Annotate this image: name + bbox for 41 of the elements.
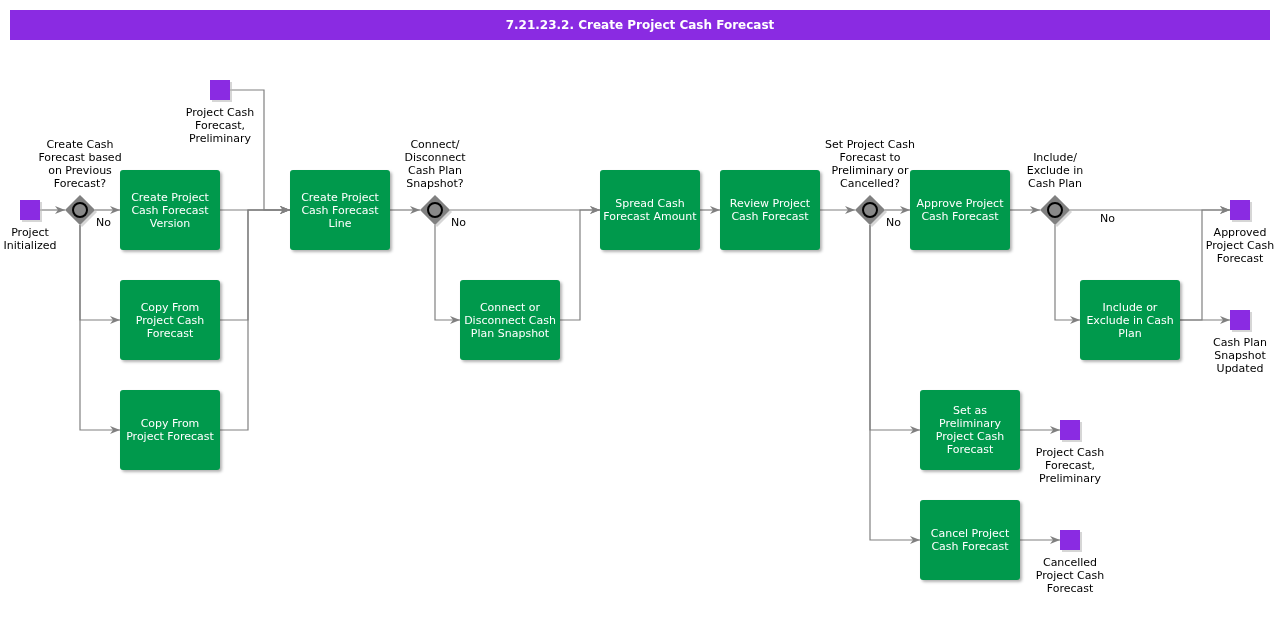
task-box: Approve Project Cash Forecast (910, 170, 1010, 250)
arrow (559, 206, 601, 321)
task-box: Copy From Project Forecast (120, 390, 220, 470)
arrow (819, 206, 856, 214)
gateway-label: Create Cash Forecast based on Previous Forecast? (37, 138, 123, 190)
gateway-label: Connect/ Disconnect Cash Plan Snapshot? (403, 138, 467, 190)
event-label: Project Cash Forecast, Preliminary (184, 106, 256, 145)
arrow (434, 224, 461, 324)
event-label: Cancelled Project Cash Forecast (1034, 556, 1106, 595)
edge-label: No (886, 217, 901, 229)
event-label: Cash Plan Snapshot Updated (1212, 336, 1268, 375)
task-box: Include or Exclude in Cash Plan (1080, 280, 1180, 360)
event-label: Project Cash Forecast, Preliminary (1034, 446, 1106, 485)
task-box: Copy From Project Cash Forecast (120, 280, 220, 360)
arrow (869, 224, 921, 544)
edge-label: No (1100, 213, 1115, 225)
arrow (1054, 224, 1081, 324)
arrow (79, 224, 121, 434)
gateway-label: Include/ Exclude in Cash Plan (1025, 151, 1085, 190)
event-label: Project Initialized (2, 226, 58, 252)
arrow (389, 206, 421, 214)
arrow (1009, 206, 1041, 214)
arrow (1019, 426, 1061, 434)
task-box: Review Project Cash Forecast (720, 170, 820, 250)
task-box: Connect or Disconnect Cash Plan Snapshot (460, 280, 560, 360)
edge-label: No (96, 217, 111, 229)
title-bar: 7.21.23.2. Create Project Cash Forecast (10, 10, 1270, 40)
arrow (699, 206, 721, 214)
arrow (229, 89, 291, 214)
arrow (39, 206, 66, 214)
event-label: Approved Project Cash Forecast (1204, 226, 1276, 265)
task-box: Cancel Project Cash Forecast (920, 500, 1020, 580)
arrow (1179, 316, 1231, 324)
arrow (884, 206, 911, 214)
arrow (94, 206, 121, 214)
task-box: Create Project Cash Forecast Version (120, 170, 220, 250)
task-box: Set as Preliminary Project Cash Forecast (920, 390, 1020, 470)
edge-label: No (451, 217, 466, 229)
task-box: Create Project Cash Forecast Line (290, 170, 390, 250)
task-box: Spread Cash Forecast Amount (600, 170, 700, 250)
arrow (1019, 536, 1061, 544)
